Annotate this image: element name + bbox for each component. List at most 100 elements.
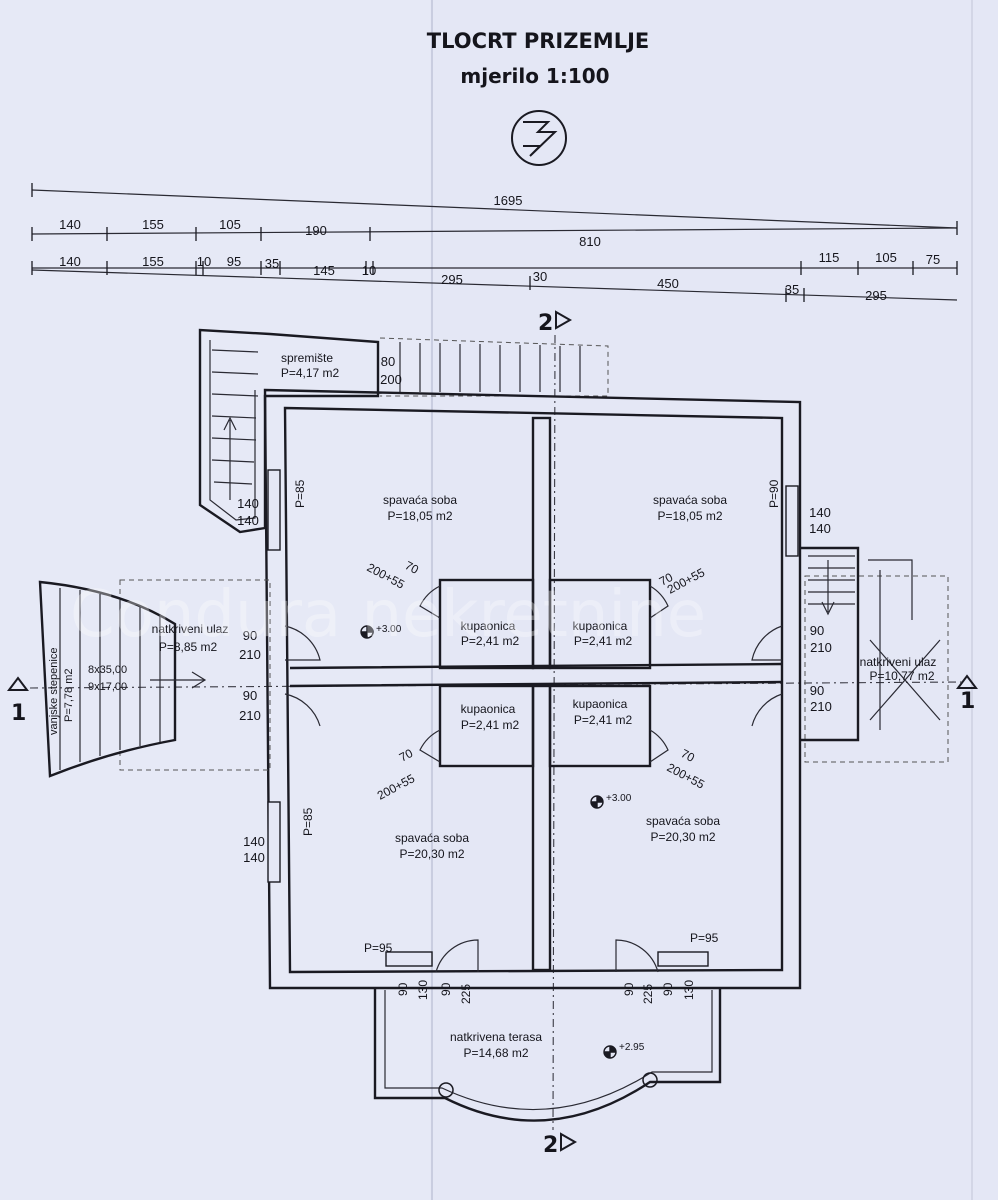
room-name: kupaonica — [461, 702, 516, 716]
room-area: P=2,41 m2 — [461, 634, 520, 648]
room-name: natkriveni ulaz — [152, 622, 229, 636]
building-walls — [263, 388, 802, 990]
room-area: P=18,05 m2 — [387, 509, 452, 523]
room-area: P=2,41 m2 — [574, 713, 633, 727]
opening-dim: 140 — [237, 496, 259, 511]
dim-35: 35 — [785, 282, 799, 297]
room-name: kupaonica — [573, 697, 628, 711]
dim-105: 105 — [875, 250, 897, 265]
opening-dim: 140 — [243, 834, 265, 849]
opening-dim: 210 — [239, 708, 261, 723]
left-entrance-stairs — [38, 579, 271, 778]
dim-115: 115 — [819, 250, 840, 265]
room-name: natkriveni ulaz — [860, 655, 937, 669]
level-value: +3.00 — [376, 624, 402, 635]
opening-dim: 70 — [679, 746, 698, 765]
room-area: P=7,78 m2 — [63, 668, 75, 722]
opening-dim: 210 — [239, 647, 261, 662]
opening-dim: 90 — [810, 683, 824, 698]
room-area: P=20,30 m2 — [650, 830, 715, 844]
opening-dim: 80 — [381, 354, 395, 369]
north-arrow-icon — [511, 110, 567, 166]
opening-dim: 225 — [641, 984, 655, 1004]
dim-75: 75 — [926, 252, 940, 267]
right-entrance-stairs — [800, 546, 949, 763]
dim-10: 10 — [362, 263, 376, 278]
room-area: P=10,77 m2 — [869, 669, 934, 683]
section-axis-1 — [29, 681, 966, 689]
opening-dim: 90 — [243, 628, 257, 643]
room-name: spavaća soba — [646, 814, 720, 828]
room-area: P=2,41 m2 — [574, 634, 633, 648]
opening-dim: 140 — [809, 505, 831, 520]
window-parapet: P=85 — [293, 479, 307, 508]
opening-dim: 70 — [403, 558, 422, 577]
window-parapet: P=90 — [767, 479, 781, 508]
opening-dim: 210 — [810, 640, 832, 655]
room-name: kupaonica — [461, 619, 516, 633]
dim-155: 155 — [142, 254, 164, 269]
section-axis-2 — [552, 334, 556, 1131]
opening-dim: 90 — [622, 982, 636, 996]
room-name: spavaća soba — [395, 831, 469, 845]
level-value: +3.00 — [606, 793, 632, 804]
svg-text:2: 2 — [538, 311, 553, 336]
opening-dim: 225 — [459, 984, 473, 1004]
opening-dim: 70 — [657, 570, 676, 589]
plan-scale: mjerilo 1:100 — [460, 64, 609, 88]
dim-190: 190 — [305, 223, 327, 238]
opening-dim: 90 — [439, 982, 453, 996]
dim-95: 95 — [227, 254, 241, 269]
section-marker-2-top: 2 — [538, 310, 573, 336]
window-parapet: P=85 — [301, 807, 315, 836]
opening-dim: 130 — [416, 980, 430, 1000]
dim-140: 140 — [59, 217, 81, 232]
opening-dim: 90 — [810, 623, 824, 638]
opening-dim: 210 — [810, 699, 832, 714]
room-name: spremište — [281, 351, 333, 365]
dim-35: 35 — [265, 256, 279, 271]
opening-dim: 140 — [243, 850, 265, 865]
room-name: kupaonica — [573, 619, 628, 633]
dim-450: 450 — [657, 276, 679, 291]
room-name: natkrivena terasa — [450, 1030, 542, 1044]
opening-dim: 140 — [809, 521, 831, 536]
dim-295: 295 — [865, 288, 887, 303]
level-marker-icon — [360, 625, 374, 639]
dim-145: 145 — [313, 263, 335, 278]
watermark: Condura nekretnine — [70, 578, 706, 652]
svg-text:1: 1 — [11, 701, 26, 726]
room-area: P=4,17 m2 — [281, 366, 340, 380]
svg-text:1: 1 — [960, 689, 975, 714]
room-name: vanjske stepenice — [48, 648, 60, 735]
stair-spec: 9x17,00 — [88, 681, 127, 693]
window-parapet: P=95 — [364, 941, 393, 955]
room-area: P=18,05 m2 — [657, 509, 722, 523]
dim-105: 105 — [219, 217, 241, 232]
svg-text:2: 2 — [543, 1133, 558, 1158]
opening-dim: 140 — [237, 513, 259, 528]
room-area: P=2,41 m2 — [461, 718, 520, 732]
dim-1695: 1695 — [494, 193, 523, 208]
terrace-outline — [373, 988, 722, 1122]
dim-810: 810 — [579, 234, 601, 249]
opening-dim: 200 — [380, 372, 402, 387]
plan-title: TLOCRT PRIZEMLJE — [427, 29, 649, 53]
section-marker-1-right: 1 — [956, 674, 978, 714]
section-marker-2-bottom: 2 — [543, 1132, 578, 1158]
dim-140: 140 — [59, 254, 81, 269]
opening-dim: 130 — [682, 980, 696, 1000]
opening-dim: 90 — [243, 688, 257, 703]
section-marker-1-left: 1 — [7, 676, 29, 726]
window-parapet: P=95 — [690, 931, 719, 945]
opening-dim: 90 — [661, 982, 675, 996]
opening-dim: 90 — [396, 982, 410, 996]
level-marker-icon — [590, 795, 604, 809]
level-value: +2.95 — [619, 1042, 645, 1053]
room-area: P=14,68 m2 — [463, 1046, 528, 1060]
dim-155: 155 — [142, 217, 164, 232]
opening-dim: 70 — [397, 746, 416, 765]
dim-30: 30 — [533, 269, 547, 284]
room-area: P=8,85 m2 — [159, 640, 218, 654]
